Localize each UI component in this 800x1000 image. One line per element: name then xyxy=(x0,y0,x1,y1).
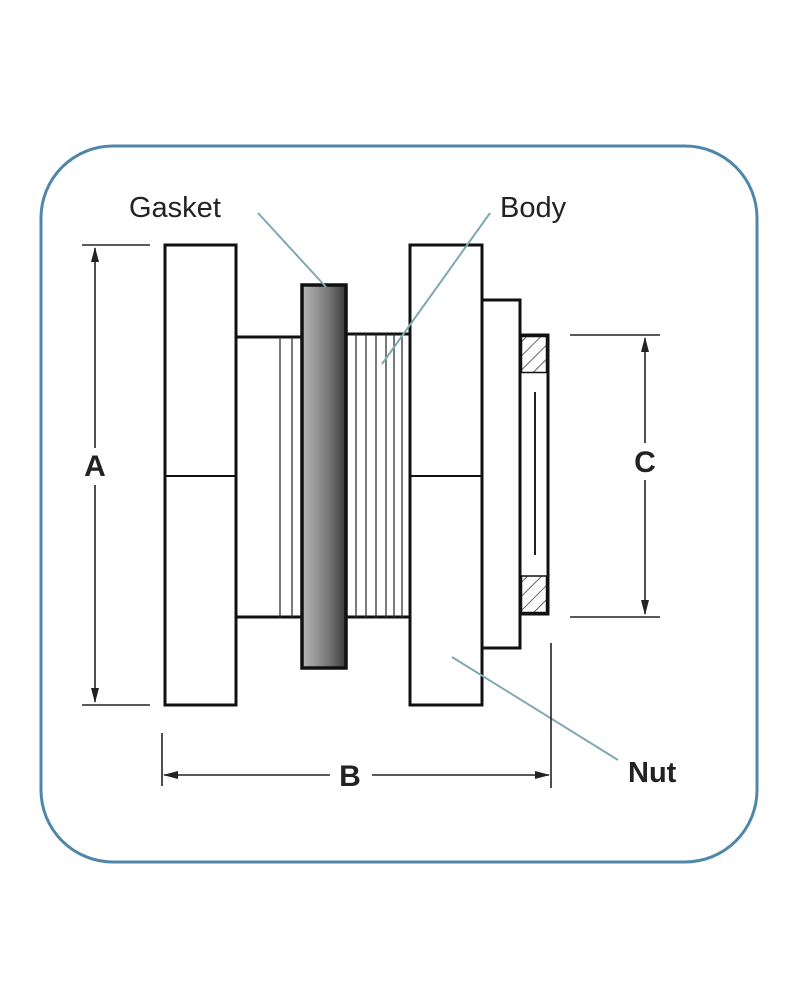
body-end-step xyxy=(480,298,522,650)
body-label: Body xyxy=(500,192,567,224)
gasket-label: Gasket xyxy=(129,192,221,224)
nut xyxy=(408,243,484,707)
dimension-c-label: C xyxy=(634,446,656,479)
gasket-leader-line xyxy=(257,212,327,288)
dimension-c xyxy=(570,334,660,618)
body-end-section xyxy=(518,333,550,616)
dimension-a-label: A xyxy=(84,450,106,483)
body-left-section xyxy=(234,335,304,619)
body-threads xyxy=(344,332,412,619)
body-leader-line xyxy=(381,212,491,365)
nut-leader-line xyxy=(451,656,619,761)
frame-border xyxy=(39,144,759,864)
body-flange xyxy=(163,243,238,707)
gasket xyxy=(300,283,348,670)
dimension-b xyxy=(161,643,552,788)
dimension-b-label: B xyxy=(339,760,361,793)
dimension-a xyxy=(82,244,150,706)
nut-label: Nut xyxy=(628,757,677,789)
